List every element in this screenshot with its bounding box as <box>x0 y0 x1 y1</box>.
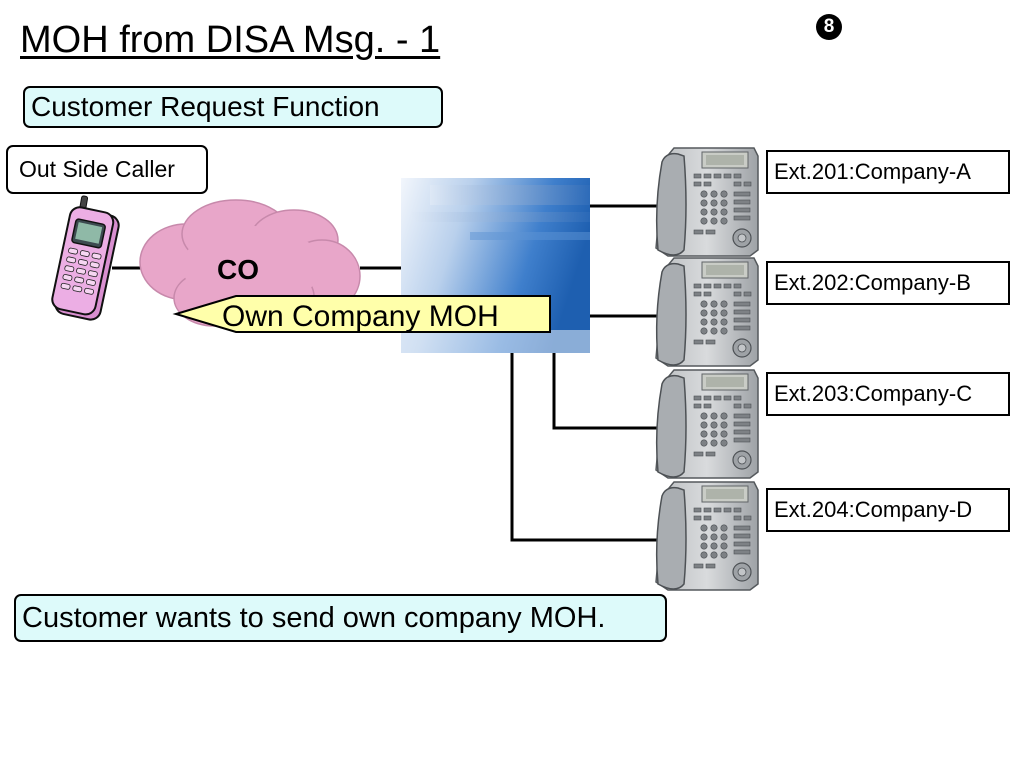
extension-201-label: Ext.201:Company-A <box>766 150 1010 194</box>
desk-phone-icon <box>655 257 759 367</box>
desk-phone-icon <box>655 147 759 257</box>
customer-request-function-label: Customer Request Function <box>23 86 443 128</box>
extension-204-label: Ext.204:Company-D <box>766 488 1010 532</box>
extension-203-label: Ext.203:Company-C <box>766 372 1010 416</box>
mobile-phone-icon <box>51 195 120 321</box>
outside-caller-label: Out Side Caller <box>6 145 208 194</box>
desk-phone-icon <box>655 369 759 479</box>
connection-lines <box>112 204 668 542</box>
own-company-moh-callout <box>172 295 551 333</box>
co-label: CO <box>217 254 259 285</box>
slide-number-badge: 8 <box>816 14 842 40</box>
desk-phone-icon <box>655 481 759 591</box>
slide-title: MOH from DISA Msg. - 1 <box>20 19 441 61</box>
bottom-note: Customer wants to send own company MOH. <box>14 594 667 642</box>
own-company-moh-label: Own Company MOH <box>222 300 499 333</box>
extension-202-label: Ext.202:Company-B <box>766 261 1010 305</box>
